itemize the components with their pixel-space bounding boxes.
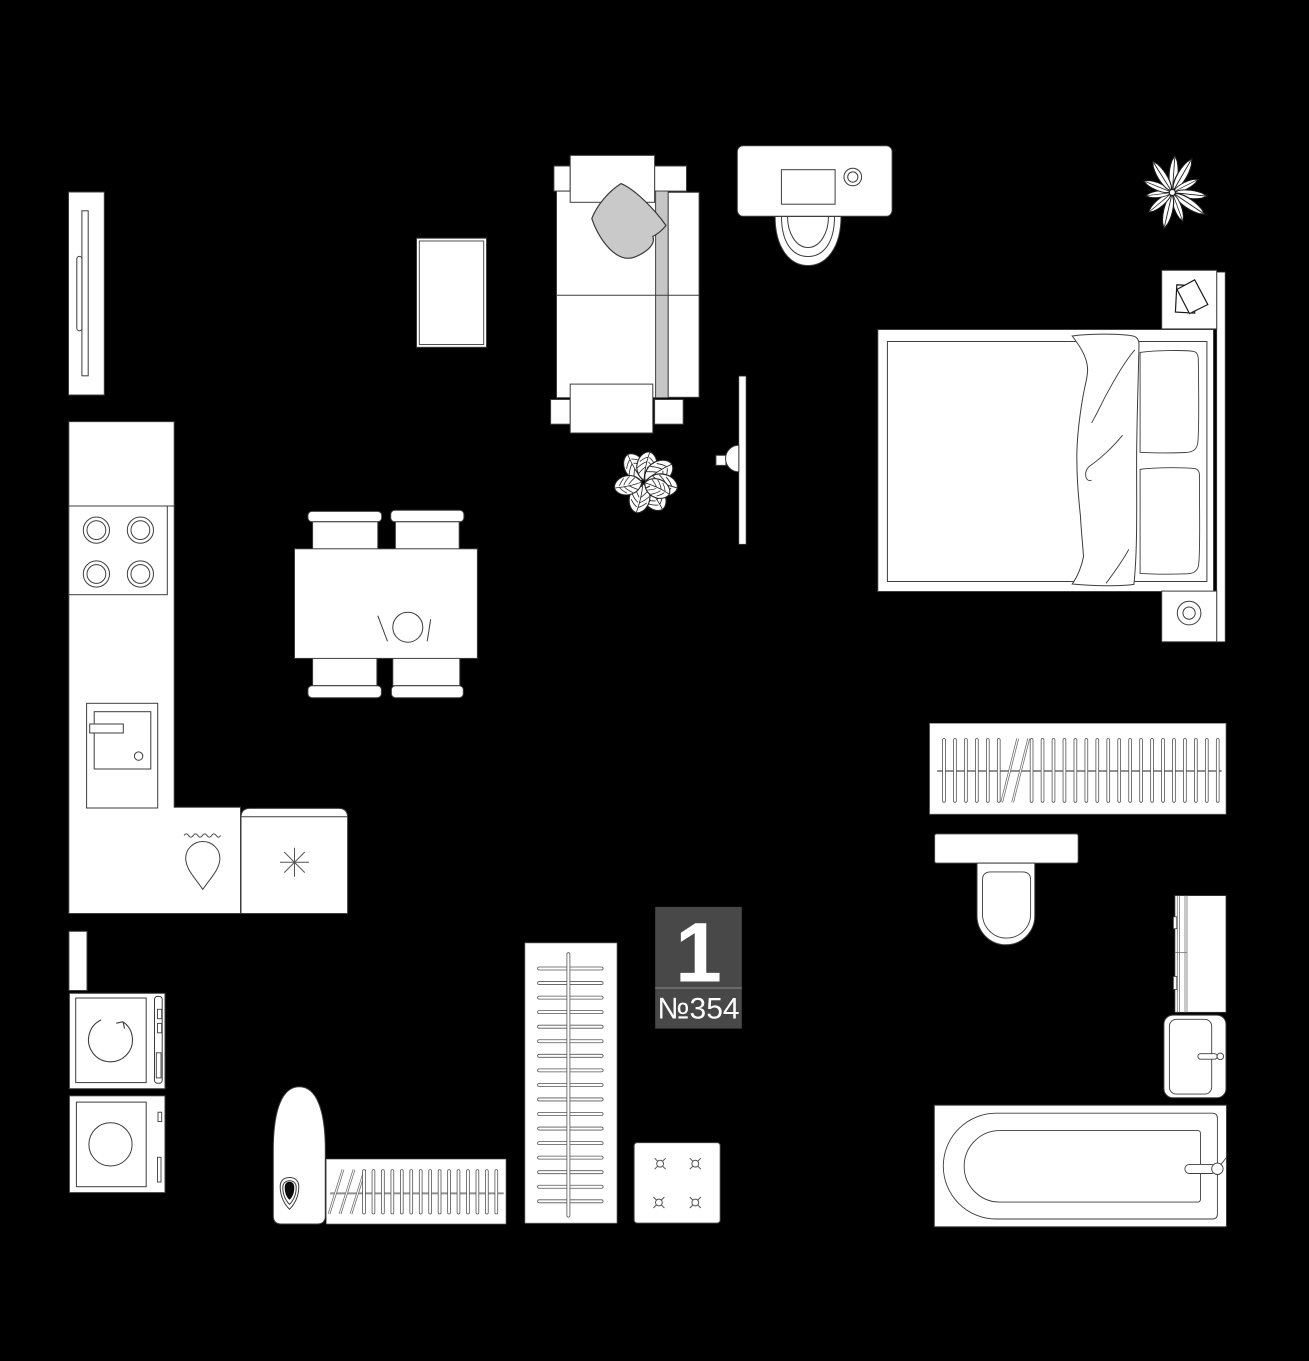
svg-text:1: 1 — [675, 906, 722, 1000]
svg-text:№354: №354 — [657, 993, 739, 1026]
